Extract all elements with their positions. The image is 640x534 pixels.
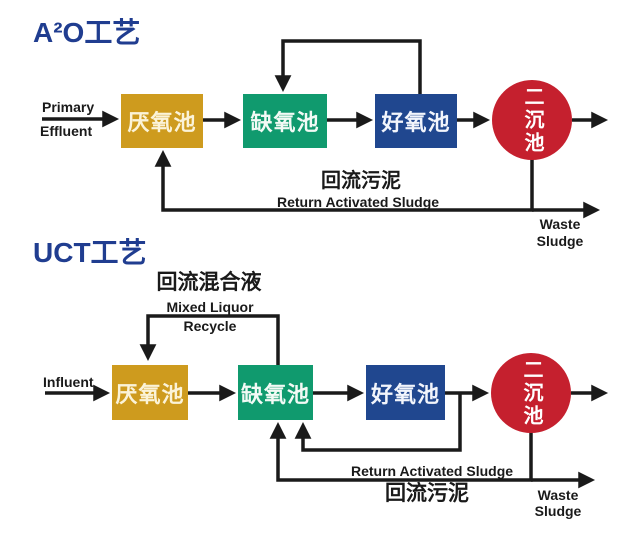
a2o-clarifier-tank: 二沉池	[492, 80, 572, 160]
uct-clarifier-tank-label: 二沉池	[520, 358, 542, 428]
a2o-influent-label-line1: Primary	[42, 99, 95, 115]
uct-anaerobic-tank: 厌氧池	[112, 365, 188, 420]
uct-influent-label: Influent	[43, 374, 94, 390]
a2o-return-sludge-line	[154, 149, 534, 212]
a2o-anaerobic-tank-label: 厌氧池	[127, 110, 197, 135]
a2o-internal-recycle-line	[274, 39, 422, 95]
uct-title: UCT工艺	[33, 237, 147, 268]
uct-anaerobic-tank-label: 厌氧池	[115, 381, 185, 407]
uct-mixed-liquor-recycle-line	[139, 314, 280, 366]
a2o-anoxic-tank: 缺氧池	[243, 94, 327, 148]
uct-mixed-liquor-label-en1: Mixed Liquor	[166, 299, 254, 315]
uct-return-sludge-line	[269, 421, 533, 482]
uct-return-sludge-label-cn: 回流污泥	[385, 482, 469, 505]
a2o-influent-label-line2: Effluent	[40, 123, 93, 139]
a2o-waste-sludge-label-line1: Waste	[539, 216, 581, 232]
uct-mixed-liquor-label-en2: Recycle	[183, 318, 237, 334]
uct-waste-sludge-label-line1: Waste	[537, 487, 579, 503]
a2o-aerobic-tank: 好氧池	[375, 94, 457, 148]
a2o-title: A²O工艺	[33, 17, 141, 48]
a2o-return-sludge-label-cn: 回流污泥	[321, 170, 401, 192]
uct-waste-sludge-label-line2: Sludge	[534, 503, 582, 519]
a2o-return-sludge-label-en: Return Activated Sludge	[276, 194, 440, 210]
a2o-anaerobic-tank: 厌氧池	[121, 94, 203, 148]
uct-return-sludge-label-en: Return Activated Sludge	[350, 463, 514, 479]
uct-anoxic-tank: 缺氧池	[238, 365, 313, 420]
uct-mixed-liquor-label-cn: 回流混合液	[156, 271, 262, 294]
a2o-waste-sludge-label-line2: Sludge	[536, 233, 584, 249]
uct-clarifier-tank: 二沉池	[491, 353, 571, 433]
uct-aerobic-recycle-line	[294, 393, 462, 452]
a2o-aerobic-tank-label: 好氧池	[381, 110, 451, 135]
uct-anoxic-tank-label: 缺氧池	[240, 381, 310, 407]
uct-aerobic-tank-label: 好氧池	[370, 381, 440, 407]
a2o-clarifier-tank-label: 二沉池	[521, 85, 543, 155]
uct-aerobic-tank: 好氧池	[366, 365, 445, 420]
a2o-anoxic-tank-label: 缺氧池	[250, 110, 320, 135]
